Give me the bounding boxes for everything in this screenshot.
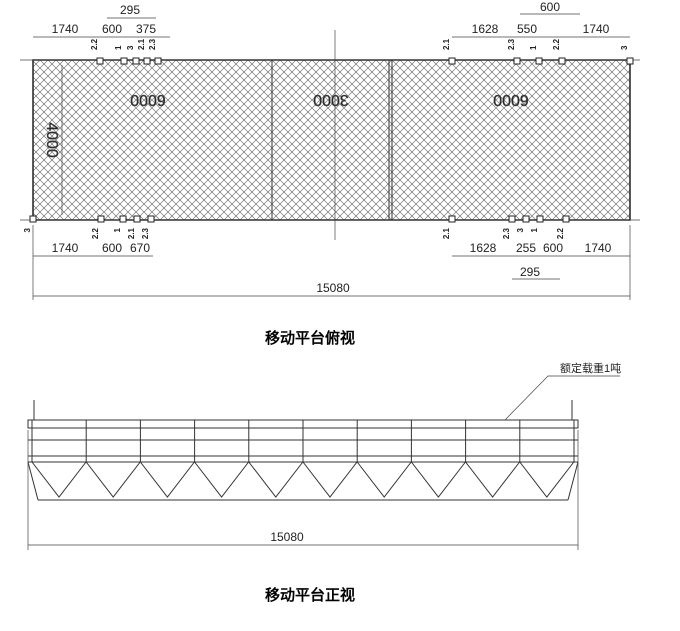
truss-member bbox=[194, 461, 249, 498]
dimension: 1740 bbox=[583, 22, 610, 36]
hanger-point-label: 2.2 bbox=[556, 227, 565, 239]
hanger-point-marker bbox=[147, 215, 155, 223]
hanger-point-label: 2.1 bbox=[442, 38, 451, 50]
total-length: 15080 bbox=[270, 530, 304, 544]
hanger-point-label: 2.1 bbox=[127, 227, 136, 239]
section-label: 3000 bbox=[313, 91, 349, 108]
dimension: 600 bbox=[540, 0, 560, 14]
truss-member bbox=[356, 461, 412, 498]
hanger-point-label: 2.1 bbox=[137, 38, 146, 50]
hanger-point-marker bbox=[562, 215, 570, 223]
hanger-point-label: 2.2 bbox=[90, 38, 99, 50]
truss-member bbox=[31, 461, 87, 498]
plan-view-title: 移动平台俯视 bbox=[265, 329, 355, 347]
hanger-point-marker bbox=[97, 215, 105, 223]
plan-view: 6000 3000 6000 4000 1740 600 375 295 162… bbox=[20, 0, 640, 347]
hanger-point-marker bbox=[96, 57, 104, 65]
platform-plan bbox=[32, 59, 631, 221]
truss-member bbox=[465, 461, 520, 498]
hanger-point-label: 1 bbox=[114, 45, 123, 50]
width-label: 4000 bbox=[43, 122, 60, 158]
hanger-point-label: 2.3 bbox=[507, 38, 516, 50]
dimension: 1628 bbox=[472, 22, 499, 36]
section-label: 6000 bbox=[493, 91, 529, 108]
hanger-point-marker bbox=[143, 57, 151, 65]
hanger-point-label: 1 bbox=[529, 45, 538, 50]
hanger-point-label: 2.1 bbox=[442, 227, 451, 239]
dimension: 1628 bbox=[470, 241, 497, 255]
hanger-point-marker bbox=[154, 57, 162, 65]
dimension: 600 bbox=[102, 22, 122, 36]
load-callout: 额定载重1吨 bbox=[560, 361, 621, 375]
hanger-point-marker bbox=[508, 215, 516, 223]
hanger-point-marker bbox=[626, 57, 634, 65]
hanger-point-label: 3 bbox=[23, 227, 32, 232]
truss-member bbox=[140, 461, 195, 498]
hanger-point-label: 2.2 bbox=[91, 227, 100, 239]
dimension: 600 bbox=[102, 241, 122, 255]
hanger-point-marker bbox=[132, 57, 140, 65]
hanger-point-marker bbox=[448, 215, 456, 223]
hanger-point-label: 2.3 bbox=[141, 227, 150, 239]
hanger-point-label: 1 bbox=[113, 227, 122, 232]
dimension: 1740 bbox=[585, 241, 612, 255]
hanger-point-label: 1 bbox=[530, 227, 539, 232]
hanger-point-marker bbox=[120, 57, 128, 65]
hanger-point-marker bbox=[29, 215, 37, 223]
hanger-point-marker bbox=[133, 215, 141, 223]
dimension: 255 bbox=[516, 241, 536, 255]
hanger-point-marker bbox=[522, 215, 530, 223]
hanger-point-label: 2.2 bbox=[552, 38, 561, 50]
hanger-point-marker bbox=[535, 57, 543, 65]
hanger-point-label: 3 bbox=[126, 45, 135, 50]
dimension: 550 bbox=[517, 22, 537, 36]
truss-member bbox=[519, 461, 575, 498]
hanger-point-marker bbox=[119, 215, 127, 223]
dimension: 375 bbox=[136, 22, 156, 36]
dimension: 670 bbox=[130, 241, 150, 255]
truss-member bbox=[85, 461, 141, 498]
section-label: 6000 bbox=[130, 91, 166, 108]
truss-member bbox=[248, 461, 304, 498]
dimension: 600 bbox=[543, 241, 563, 255]
hanger-point-marker bbox=[558, 57, 566, 65]
section-labels: 6000 3000 6000 4000 bbox=[43, 91, 529, 158]
dimension: 295 bbox=[520, 265, 540, 279]
hanger-point-label: 2.3 bbox=[148, 38, 157, 50]
hanger-point-marker bbox=[536, 215, 544, 223]
total-length: 15080 bbox=[316, 281, 350, 295]
truss-member bbox=[411, 461, 466, 498]
dimension: 295 bbox=[120, 3, 140, 17]
hanger-point-label: 3 bbox=[516, 227, 525, 232]
dimension: 1740 bbox=[52, 22, 79, 36]
hanger-point-marker bbox=[513, 57, 521, 65]
hanger-point-label: 2.3 bbox=[502, 227, 511, 239]
hanger-point-marker bbox=[448, 57, 456, 65]
truss-member bbox=[302, 461, 358, 498]
front-view: 额定载重1吨 15080 移动平台正视 bbox=[27, 361, 621, 604]
dimension: 1740 bbox=[52, 241, 79, 255]
front-view-title: 移动平台正视 bbox=[265, 586, 355, 604]
hanger-point-label: 3 bbox=[620, 45, 629, 50]
